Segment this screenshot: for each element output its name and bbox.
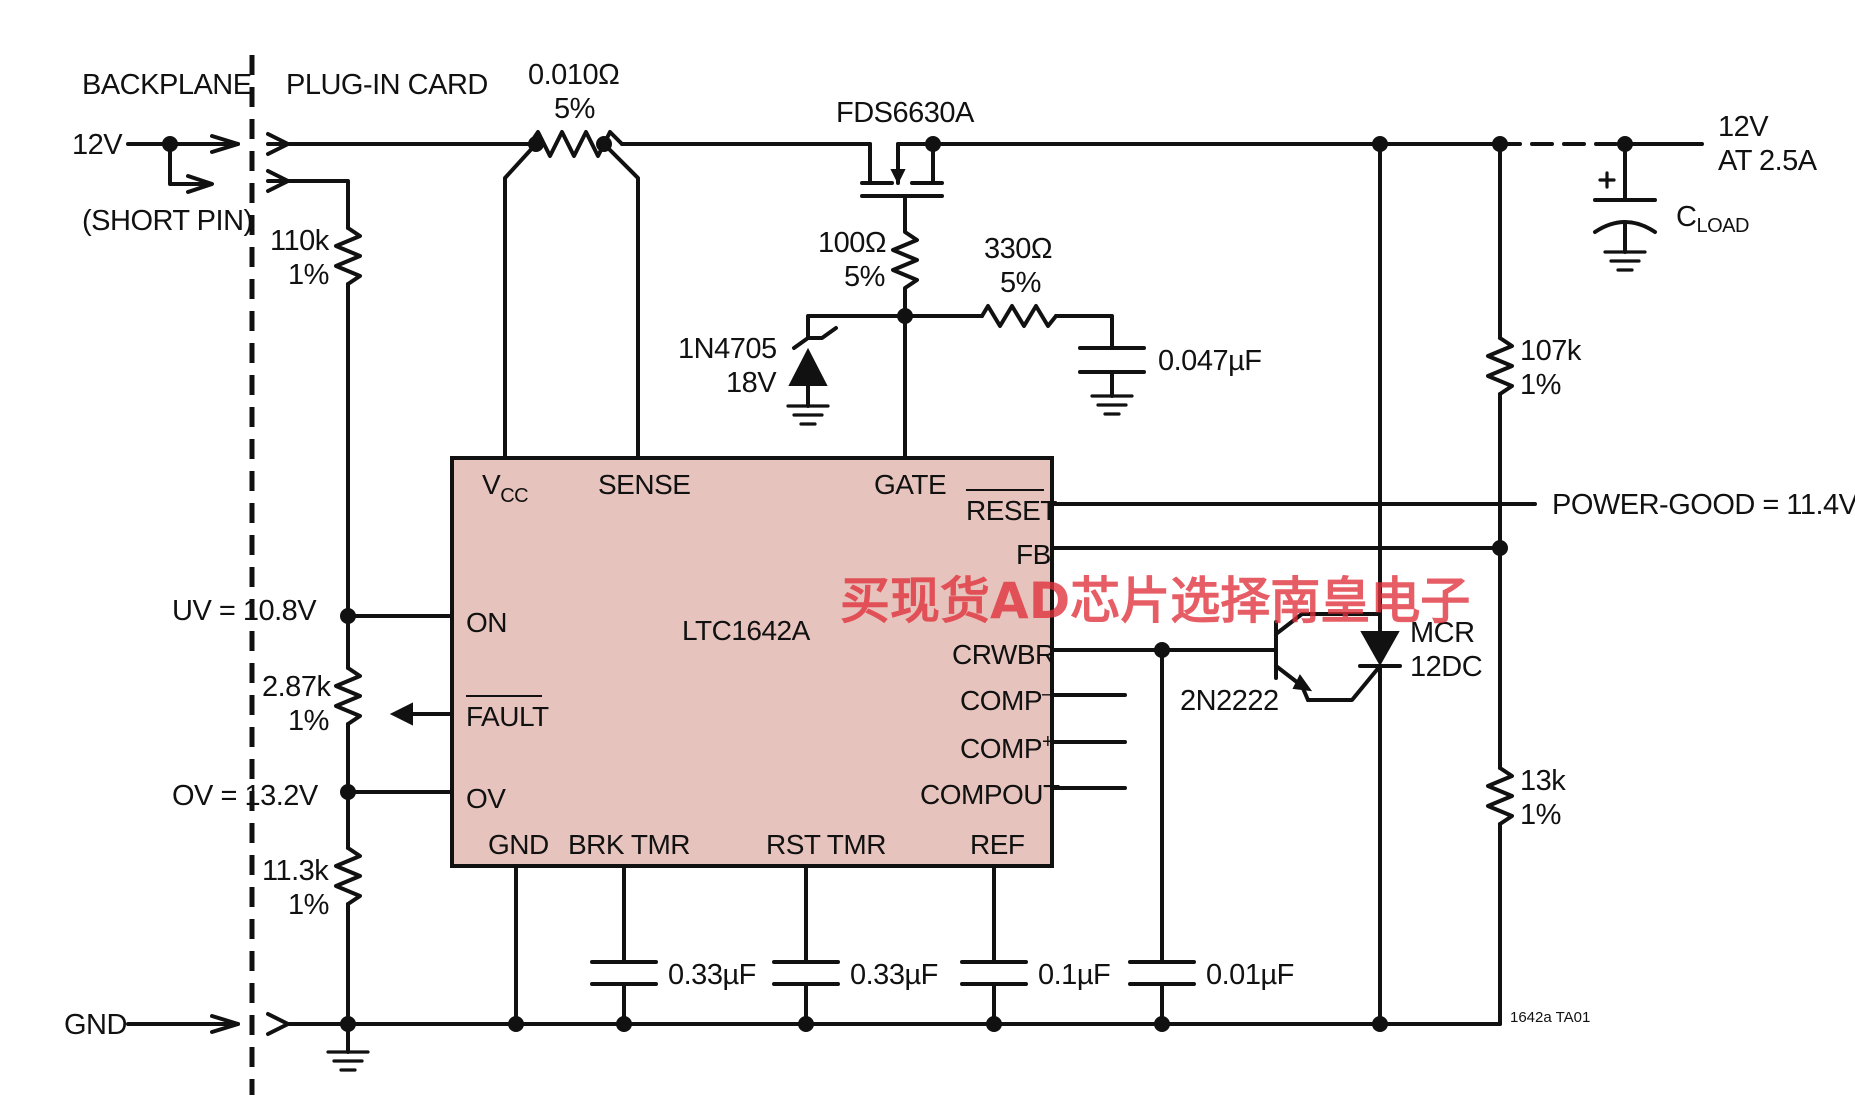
r113k-value: 11.3k xyxy=(262,855,329,887)
cap-cload xyxy=(1593,136,1657,272)
transistor-2n2222 xyxy=(1248,612,1382,702)
scr-mcr12dc xyxy=(1306,136,1402,1032)
scr-line1: MCR xyxy=(1410,617,1475,649)
cload-label: CLOAD xyxy=(1676,201,1749,237)
short-pin-label: (SHORT PIN) xyxy=(82,205,253,237)
input-12v-label: 12V xyxy=(72,129,123,161)
r113k-tol: 1% xyxy=(288,889,329,921)
figure-id: 1642a TA01 xyxy=(1510,1009,1590,1026)
pin-sense: SENSE xyxy=(598,469,690,500)
pin-gnd: GND xyxy=(488,829,549,860)
pin-gate: GATE xyxy=(874,469,946,500)
pin-comp-plus: COMP+ xyxy=(960,731,1053,764)
pin-rst-tmr: RST TMR xyxy=(766,829,886,860)
pin-on: ON xyxy=(466,607,507,638)
cap-crowbar xyxy=(1128,648,1196,1032)
zener-diode xyxy=(786,314,907,426)
r13k-value: 13k xyxy=(1520,765,1566,797)
zener-name: 1N4705 xyxy=(678,333,777,365)
r110k-value: 110k xyxy=(270,225,330,257)
uv-label: UV = 10.8V xyxy=(172,595,317,627)
mosfet-fds6630a xyxy=(860,136,944,230)
comp-cap-value: 0.047µF xyxy=(1158,345,1262,377)
fault-arrow xyxy=(389,702,454,726)
compensation-network xyxy=(903,304,1146,416)
sense-res-tol: 5% xyxy=(554,93,595,125)
r110k-tol: 1% xyxy=(288,259,329,291)
fb-divider xyxy=(1486,136,1514,1026)
transistor-label: 2N2222 xyxy=(1180,685,1279,717)
comp-res-value: 330Ω xyxy=(984,233,1052,265)
sense-res-value: 0.010Ω xyxy=(528,59,619,91)
pin-vcc: VCC xyxy=(482,469,528,507)
cap-brk-tmr xyxy=(590,864,658,1032)
pin-compout: COMPOUT xyxy=(920,779,1060,810)
output-current-label: AT 2.5A xyxy=(1718,145,1818,177)
c-brk-value: 0.33µF xyxy=(668,959,756,991)
gate-res-value: 100Ω xyxy=(818,227,886,259)
backplane-label: BACKPLANE xyxy=(82,69,252,101)
c-rst-value: 0.33µF xyxy=(850,959,938,991)
c-ref-value: 0.1µF xyxy=(1038,959,1110,991)
gate-resistor xyxy=(891,226,919,318)
pin-crwbr: CRWBR xyxy=(952,639,1055,670)
r107k-tol: 1% xyxy=(1520,369,1561,401)
ov-label: OV = 13.2V xyxy=(172,780,319,812)
pin-reset: RESET xyxy=(966,495,1057,526)
input-12v-line xyxy=(126,132,290,194)
r287k-tol: 1% xyxy=(288,705,329,737)
sense-resistor xyxy=(503,130,640,460)
pin-fb: FB xyxy=(1016,539,1051,570)
pin-comp-minus: COMP– xyxy=(960,683,1054,716)
r107k-value: 107k xyxy=(1520,335,1582,367)
gnd-label: GND xyxy=(64,1009,127,1041)
zener-voltage: 18V xyxy=(726,367,777,399)
pin-fault: FAULT xyxy=(466,701,549,732)
cap-ref xyxy=(960,864,1028,1032)
input-gnd-line xyxy=(126,1012,290,1036)
pin-brk-tmr: BRK TMR xyxy=(568,829,690,860)
pin-ov: OV xyxy=(466,783,506,814)
pin-ref: REF xyxy=(970,829,1025,860)
plug-in-card-label: PLUG-IN CARD xyxy=(286,69,488,101)
ic-ltc1642a xyxy=(450,456,1054,868)
output-12v-label: 12V xyxy=(1718,111,1769,143)
ic-name: LTC1642A xyxy=(682,615,811,646)
c-crw-value: 0.01µF xyxy=(1206,959,1294,991)
gate-res-tol: 5% xyxy=(844,261,885,293)
cap-rst-tmr xyxy=(772,864,840,1032)
watermark-text: 买现货AD芯片选择南皇电子 xyxy=(840,572,1470,630)
comp-res-tol: 5% xyxy=(1000,267,1041,299)
power-good-label: POWER-GOOD = 11.4V xyxy=(1552,489,1855,521)
r287k-value: 2.87k xyxy=(262,671,331,703)
scr-line2: 12DC xyxy=(1410,651,1482,683)
r13k-tol: 1% xyxy=(1520,799,1561,831)
mosfet-label: FDS6630A xyxy=(836,97,975,129)
